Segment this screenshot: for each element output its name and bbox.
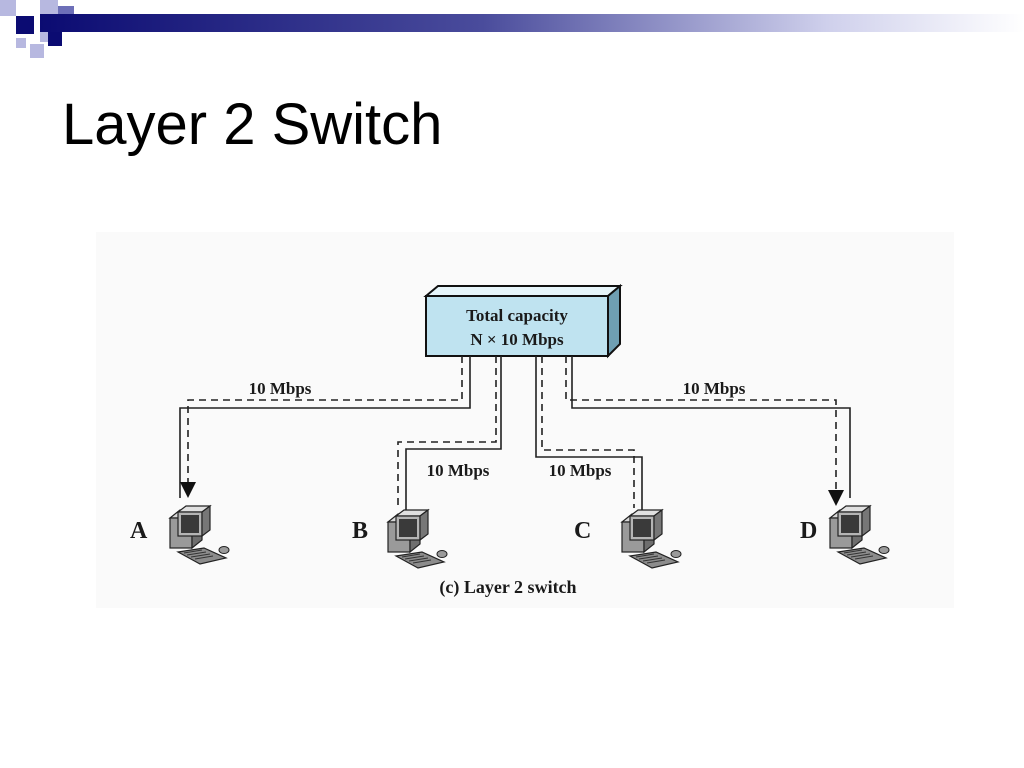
title-bar-stripe	[40, 14, 1024, 32]
computer-a-icon	[169, 505, 230, 565]
link-d-speed: 10 Mbps	[683, 379, 746, 398]
figure-caption: (c) Layer 2 switch	[439, 577, 576, 598]
computer-b-icon	[387, 509, 448, 569]
switch-capacity-label: Total capacity	[466, 306, 568, 325]
link-d	[571, 356, 851, 498]
link-c	[535, 356, 643, 514]
link-a	[179, 356, 471, 498]
slide-title: Layer 2 Switch	[62, 92, 443, 157]
corner-decoration	[0, 0, 80, 64]
flow-to-d	[565, 356, 844, 506]
flow-from-c	[541, 356, 635, 508]
station-b-label: B	[352, 518, 368, 544]
dashed-flows	[180, 356, 844, 508]
link-a-speed: 10 Mbps	[249, 379, 312, 398]
station-a-label: A	[130, 518, 148, 544]
solid-links	[179, 356, 851, 514]
link-b-speed: 10 Mbps	[427, 461, 490, 480]
link-b	[405, 356, 502, 514]
network-diagram: Total capacity N × 10 Mbps 10 Mbps 10 Mb…	[130, 283, 890, 598]
switch-box: Total capacity N × 10 Mbps	[423, 283, 623, 359]
switch-capacity-value: N × 10 Mbps	[470, 330, 564, 349]
link-c-speed: 10 Mbps	[549, 461, 612, 480]
station-d-label: D	[800, 518, 817, 544]
flow-to-a	[180, 356, 463, 498]
computer-d-icon	[829, 505, 890, 565]
flow-from-b	[397, 356, 497, 508]
layer2-switch-figure: Total capacity N × 10 Mbps 10 Mbps 10 Mb…	[96, 232, 954, 608]
computer-c-icon	[621, 509, 682, 569]
station-c-label: C	[574, 518, 591, 544]
